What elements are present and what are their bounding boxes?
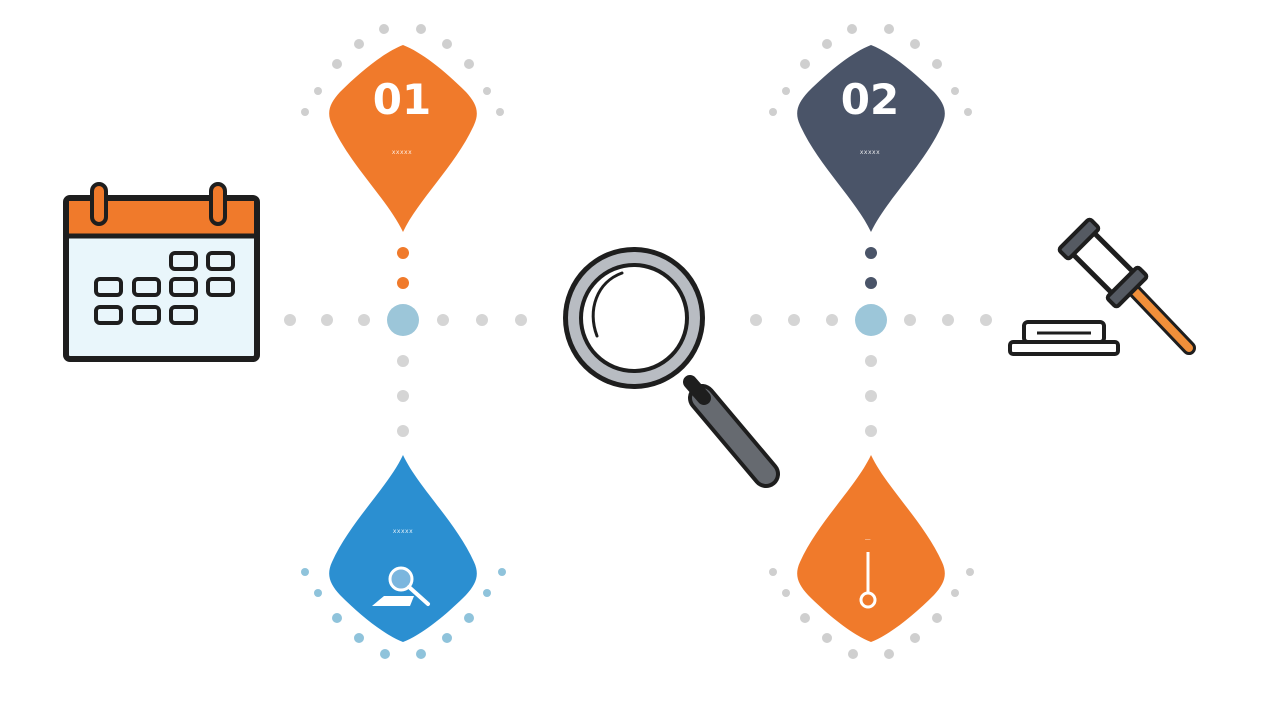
marker-bottom-left-shape bbox=[329, 455, 477, 642]
magnifier-on-book-icon bbox=[372, 566, 430, 606]
marker-bottom-left-caption: xxxxx bbox=[393, 528, 413, 535]
junction-node-left bbox=[387, 304, 419, 336]
connector-right bbox=[750, 314, 992, 326]
junction-node-right bbox=[855, 304, 887, 336]
marker-01: 01 xxxxx bbox=[329, 45, 477, 232]
marker-02: 02 xxxxx bbox=[797, 45, 945, 232]
marker-02-caption: xxxxx bbox=[860, 149, 880, 156]
marker-bottom-left-dotted-halo bbox=[301, 568, 506, 659]
calendar-icon bbox=[63, 182, 260, 362]
marker-02-shape bbox=[797, 45, 945, 232]
marker-bottom-right: — bbox=[797, 455, 945, 642]
magnifying-glass-icon bbox=[563, 247, 780, 488]
connector-left bbox=[284, 314, 527, 326]
thermometer-icon bbox=[859, 552, 877, 609]
marker-bottom-right-caption: — bbox=[865, 536, 872, 543]
marker-02-number: 02 bbox=[841, 75, 899, 124]
marker-01-caption: xxxxx bbox=[392, 149, 412, 156]
marker-01-number: 01 bbox=[373, 75, 431, 124]
marker-bottom-right-dotted-halo bbox=[769, 568, 974, 659]
connector-vertical-right bbox=[865, 247, 877, 437]
marker-01-dotted-halo bbox=[301, 24, 504, 116]
marker-bottom-left: xxxxx bbox=[329, 455, 477, 642]
marker-bottom-right-shape bbox=[797, 455, 945, 642]
gavel-icon bbox=[1008, 217, 1196, 356]
marker-01-shape bbox=[329, 45, 477, 232]
marker-02-dotted-halo bbox=[769, 24, 972, 116]
connector-vertical-left bbox=[397, 247, 409, 437]
